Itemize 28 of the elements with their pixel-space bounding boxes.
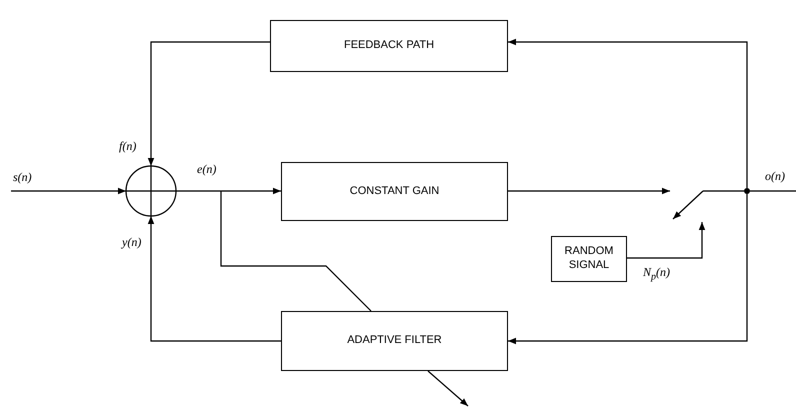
signal-label: f(n)	[119, 139, 136, 154]
arrow	[627, 222, 706, 259]
summing-junction	[125, 165, 177, 217]
arrow	[508, 38, 748, 188]
signal-label: s(n)	[13, 170, 32, 185]
signal-label: y(n)	[122, 235, 142, 250]
arrow	[11, 188, 126, 194]
box-label: ADAPTIVE FILTER	[347, 334, 442, 348]
signal-label: o(n)	[765, 169, 785, 184]
process-box	[551, 236, 627, 282]
process-box	[281, 162, 508, 221]
box-label: FEEDBACK PATH	[344, 39, 434, 53]
process-box	[281, 311, 508, 371]
signal-label: e(n)	[197, 162, 216, 177]
box-label: RANDOM SIGNAL	[564, 245, 614, 273]
connector-line	[750, 190, 796, 192]
arrow	[148, 216, 281, 342]
switch-symbol	[672, 190, 704, 220]
process-box	[270, 20, 508, 72]
arrow	[508, 194, 748, 344]
connector-line	[703, 190, 744, 192]
arrow	[508, 188, 670, 194]
connector-line	[220, 191, 372, 312]
signal-label: N$_{p}$(n)	[643, 265, 670, 282]
arrow	[176, 188, 281, 194]
junction-dot	[744, 188, 750, 194]
box-label: CONSTANT GAIN	[350, 184, 440, 198]
arrow	[148, 41, 270, 166]
